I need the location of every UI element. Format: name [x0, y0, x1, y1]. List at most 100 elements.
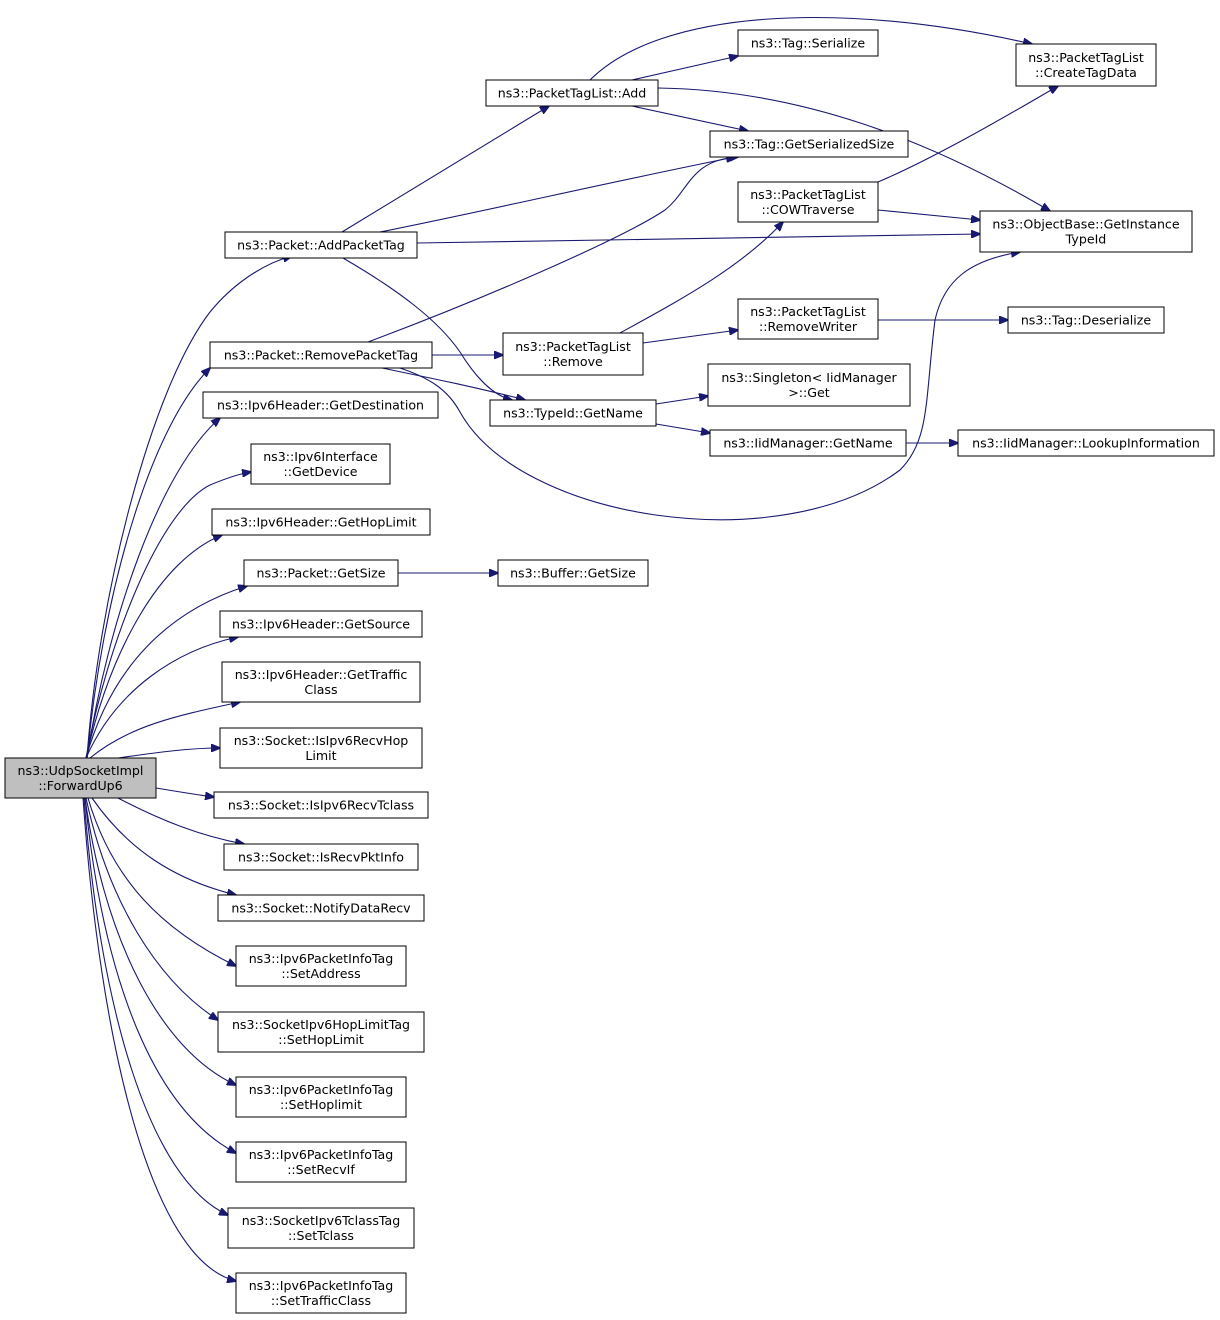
node-label-line: ::Remove — [543, 354, 603, 369]
call-edge-root-to-ipv6GetTrafficClass — [89, 702, 240, 759]
call-edge-addPacketTag-to-tagListAdd — [341, 106, 549, 233]
node-singletonGet[interactable]: ns3::Singleton< IidManager>::Get — [707, 363, 911, 407]
node-cowTraverse[interactable]: ns3::PacketTagList::COWTraverse — [737, 181, 879, 223]
call-edge-cowTraverse-to-createTagData — [877, 86, 1058, 183]
node-box — [219, 610, 423, 638]
node-box — [707, 363, 911, 407]
call-edge-removePacketTag-to-getInstanceTypeId — [399, 252, 1020, 521]
node-notifyDataRecv[interactable]: ns3::Socket::NotifyDataRecv — [217, 894, 425, 922]
node-box — [224, 231, 418, 259]
node-label-line: ns3::Ipv6PacketInfoTag — [249, 1082, 394, 1097]
call-edge-root-to-addPacketTag — [86, 256, 292, 759]
node-isIpv6RecvTclass[interactable]: ns3::Socket::IsIpv6RecvTclass — [213, 791, 429, 819]
node-label-line: ::SetHoplimit — [280, 1097, 362, 1112]
call-edge-root-to-isRecvPktInfo — [117, 797, 244, 844]
node-label-line: ns3::Socket::IsIpv6RecvTclass — [228, 798, 414, 813]
call-edge-root-to-ipv6GetSource — [85, 637, 238, 759]
node-label-line: ns3::SocketIpv6TclassTag — [242, 1213, 401, 1228]
node-ipv6IfGetDevice[interactable]: ns3::Ipv6Interface::GetDevice — [250, 443, 391, 485]
node-pktInfoSetTrafficClass[interactable]: ns3::Ipv6PacketInfoTag::SetTrafficClass — [235, 1272, 407, 1314]
call-edge-root-to-isIpv6RecvTclass — [155, 787, 214, 797]
call-edge-root-to-pktInfoSetTrafficClass — [82, 797, 236, 1281]
node-label-line: ::GetDevice — [283, 464, 357, 479]
node-label-line: ns3::Packet::AddPacketTag — [237, 238, 405, 253]
node-label-line: ::SetAddress — [281, 966, 360, 981]
node-box — [219, 727, 423, 769]
node-pktInfoSetRecvIf[interactable]: ns3::Ipv6PacketInfoTag::SetRecvIf — [235, 1141, 407, 1183]
node-box — [217, 894, 425, 922]
node-label-line: ns3::Socket::NotifyDataRecv — [231, 901, 411, 916]
node-label-line: ns3::Singleton< IidManager — [721, 370, 897, 385]
node-iidGetName[interactable]: ns3::IidManager::GetName — [709, 429, 907, 457]
node-tagListRemove[interactable]: ns3::PacketTagList::Remove — [502, 332, 644, 376]
node-box — [221, 661, 421, 703]
node-ipv6GetHopLimit[interactable]: ns3::Ipv6Header::GetHopLimit — [211, 508, 431, 536]
node-label-line: ns3::IidManager::GetName — [723, 436, 893, 451]
node-box — [957, 429, 1215, 457]
call-edge-root-to-notifyDataRecv — [91, 797, 236, 895]
node-label-line: ns3::Ipv6PacketInfoTag — [249, 951, 394, 966]
node-box — [979, 210, 1193, 253]
node-tagListAdd[interactable]: ns3::PacketTagList::Add — [485, 79, 659, 107]
node-box — [709, 429, 907, 457]
node-box — [250, 443, 391, 485]
node-tagSerialize[interactable]: ns3::Tag::Serialize — [737, 29, 879, 57]
node-box — [202, 391, 439, 419]
node-label-line: ::SetHopLimit — [278, 1032, 364, 1047]
node-root[interactable]: ns3::UdpSocketImpl::ForwardUp6 — [4, 757, 157, 799]
node-box — [502, 332, 644, 376]
node-label-line: ns3::Ipv6Header::GetHopLimit — [225, 515, 416, 530]
node-label-line: ::SetTrafficClass — [271, 1293, 371, 1308]
node-pktInfoSetHoplimit[interactable]: ns3::Ipv6PacketInfoTag::SetHoplimit — [235, 1076, 407, 1118]
node-label-line: ns3::TypeId::GetName — [503, 406, 643, 421]
node-lookupInformation[interactable]: ns3::IidManager::LookupInformation — [957, 429, 1215, 457]
node-label-line: >::Get — [788, 385, 830, 400]
node-removePacketTag[interactable]: ns3::Packet::RemovePacketTag — [209, 341, 433, 369]
call-edge-tagListAdd-to-createTagData — [589, 16, 1032, 81]
node-ipv6GetSource[interactable]: ns3::Ipv6Header::GetSource — [219, 610, 423, 638]
node-label-line: ns3::Packet::RemovePacketTag — [224, 348, 418, 363]
node-label-line: ns3::Buffer::GetSize — [510, 566, 636, 581]
call-edge-root-to-packetGetSize — [85, 586, 247, 759]
node-addPacketTag[interactable]: ns3::Packet::AddPacketTag — [224, 231, 418, 259]
call-edge-addPacketTag-to-tagGetSerializedSize — [379, 157, 735, 233]
call-edge-addPacketTag-to-typeIdGetName — [342, 257, 512, 400]
node-label-line: ns3::Tag::Deserialize — [1021, 313, 1152, 328]
node-bufferGetSize[interactable]: ns3::Buffer::GetSize — [497, 559, 649, 587]
node-label-line: ns3::Ipv6PacketInfoTag — [249, 1278, 394, 1293]
node-box — [211, 508, 431, 536]
node-typeIdGetName[interactable]: ns3::TypeId::GetName — [489, 399, 657, 427]
node-label-line: ns3::Ipv6Interface — [263, 449, 378, 464]
call-edge-root-to-pktInfoSetRecvIf — [84, 797, 236, 1153]
node-tclassTagSetTclass[interactable]: ns3::SocketIpv6TclassTag::SetTclass — [227, 1207, 415, 1249]
call-edge-root-to-pktInfoSetHoplimit — [84, 797, 236, 1085]
node-box — [497, 559, 649, 587]
node-label-line: ns3::Socket::IsRecvPktInfo — [238, 850, 404, 865]
node-label-line: ns3::UdpSocketImpl — [18, 763, 144, 778]
node-label-line: ns3::PacketTagList — [515, 339, 631, 354]
node-hopLimitTagSetHopLimit[interactable]: ns3::SocketIpv6HopLimitTag::SetHopLimit — [217, 1011, 425, 1053]
node-label-line: ns3::Socket::IsIpv6RecvHop — [234, 733, 409, 748]
node-removeWriter[interactable]: ns3::PacketTagList::RemoveWriter — [737, 298, 879, 340]
node-packetGetSize[interactable]: ns3::Packet::GetSize — [243, 559, 399, 587]
node-label-line: ns3::IidManager::LookupInformation — [972, 436, 1200, 451]
node-ipv6GetDestination[interactable]: ns3::Ipv6Header::GetDestination — [202, 391, 439, 419]
call-edge-removePacketTag-to-tagGetSerializedSize — [367, 157, 738, 343]
node-createTagData[interactable]: ns3::PacketTagList::CreateTagData — [1015, 43, 1157, 87]
node-box — [737, 181, 879, 223]
node-label-line: TypeId — [1065, 232, 1107, 247]
node-label-line: ns3::PacketTagList::Add — [498, 86, 646, 101]
node-box — [1007, 306, 1165, 334]
node-pktInfoSetAddress[interactable]: ns3::Ipv6PacketInfoTag::SetAddress — [235, 945, 407, 987]
node-label-line: ::SetRecvIf — [287, 1162, 355, 1177]
node-isRecvPktInfo[interactable]: ns3::Socket::IsRecvPktInfo — [223, 843, 419, 871]
node-label-line: ns3::ObjectBase::GetInstance — [992, 217, 1179, 232]
call-edge-tagListAdd-to-tagGetSerializedSize — [631, 105, 748, 131]
node-tagDeserialize[interactable]: ns3::Tag::Deserialize — [1007, 306, 1165, 334]
node-box — [489, 399, 657, 427]
node-tagGetSerializedSize[interactable]: ns3::Tag::GetSerializedSize — [709, 130, 909, 158]
